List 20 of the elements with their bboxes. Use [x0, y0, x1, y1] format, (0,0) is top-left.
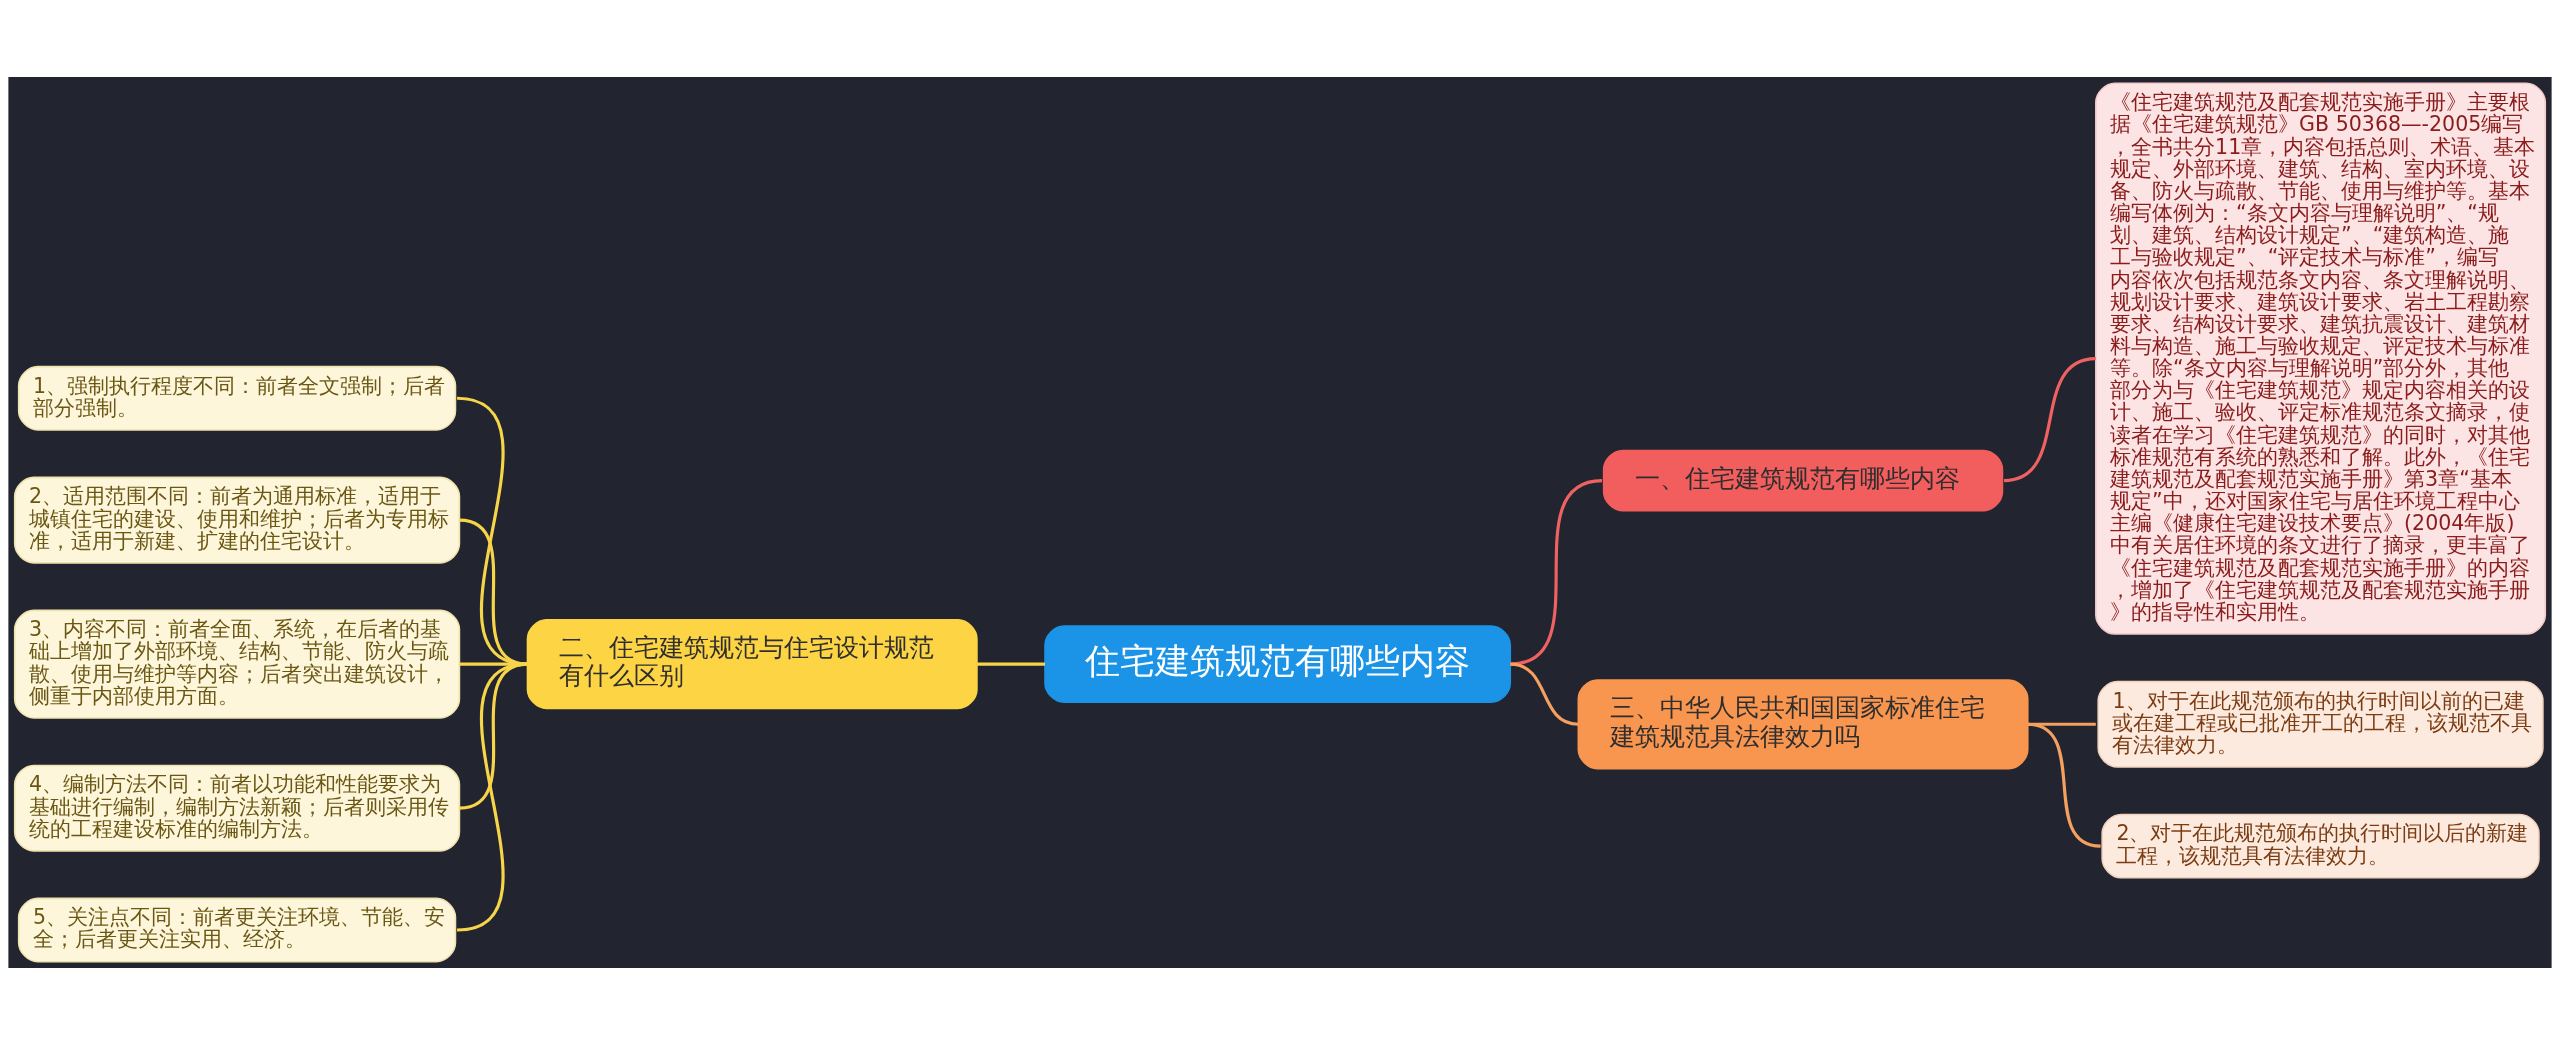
node-box: 1、强制执行程度不同：前者全文强制；后者部分强制。 [17, 365, 457, 431]
connector [1509, 478, 1603, 666]
node-box: 2、适用范围不同：前者为通用标准，适用于城镇住宅的建设、使用和维护；后者为专用标准，适用于新建、扩建的住宅设计。 [13, 476, 461, 564]
node-box: 三、中华人民共和国国家标准住宅建筑规范具法律效力吗 [1577, 678, 2029, 769]
connector [2003, 356, 2097, 482]
connector [456, 396, 528, 666]
node-box: 4、编制方法不同：前者以功能和性能要求为基础进行编制，编制方法新颖；后者则采用传统的工程建设标准的编制方法。 [13, 764, 461, 852]
node-box: 二、住宅建筑规范与住宅设计规范有什么区别 [526, 618, 978, 709]
node-box: 《住宅建筑规范及配套规范实施手册》主要根据《住宅建筑规范》GB 50368—-2005编写，全书共分11章，内容包括总则、术语、基本规定、外部环境、建筑、结构、室内环境、设备、防火与疏散、节能、使用与维护等。基本编写体例为：“条文内容与理解说明”、“规划、建筑、结构设计规定”、“建筑构造、施工与验收规定”、“评定技术与标准”，编写内容依次包括规范条文内容、条文理解说明、规划设计要求、建筑设计要求、岩土工程勘察要求、结构设计要求、建筑抗震设计、建筑材料与构造、施工与验收规定、评定技术与标准等。除“条文内容与理解说明”部分外，其他部分为与《住宅建筑规范》规定内容相关的设计、施工、验收、评定标准规范条文摘录，使读者在学习《住宅建筑规范》的同时，对其他标准规范有系统的熟悉和了解。此外，《住宅建筑规范及配套规范实施手册》第3章“基本规定”中，还对国家住宅与居住环境工程中心主编《健康住宅建设技术要点》(2004年版)中有关居住环境的条文进行了摘录，更丰富了《住宅建筑规范及配套规范实施手册》的内容，增加了《住宅建筑规范及配套规范实施手册》的指导性和实用性。 [2095, 82, 2547, 635]
node-box: 住宅建筑规范有哪些内容 [1044, 624, 1512, 703]
connector [456, 662, 528, 932]
connector [1510, 662, 1579, 726]
connector [976, 662, 1045, 666]
node-box: 5、关注点不同：前者更关注环境、节能、安全；后者更关注实用、经济。 [17, 897, 457, 962]
node-box: 1、对于在此规范颁布的执行时间以前的已建或在建工程或已批准开工的工程，该规范不具有法律效力。 [2097, 680, 2544, 768]
connector [2027, 722, 2101, 848]
connector [459, 518, 528, 666]
node-box: 一、住宅建筑规范有哪些内容 [1602, 449, 2004, 511]
node-box: 2、对于在此规范颁布的执行时间以后的新建工程，该规范具有法律效力。 [2101, 813, 2540, 879]
node-box: 3、内容不同：前者全面、系统，在后者的基础上增加了外部环境、结构、节能、防火与疏散、使用与维护等内容；后者突出建筑设计，侧重于内部使用方面。 [13, 609, 461, 719]
